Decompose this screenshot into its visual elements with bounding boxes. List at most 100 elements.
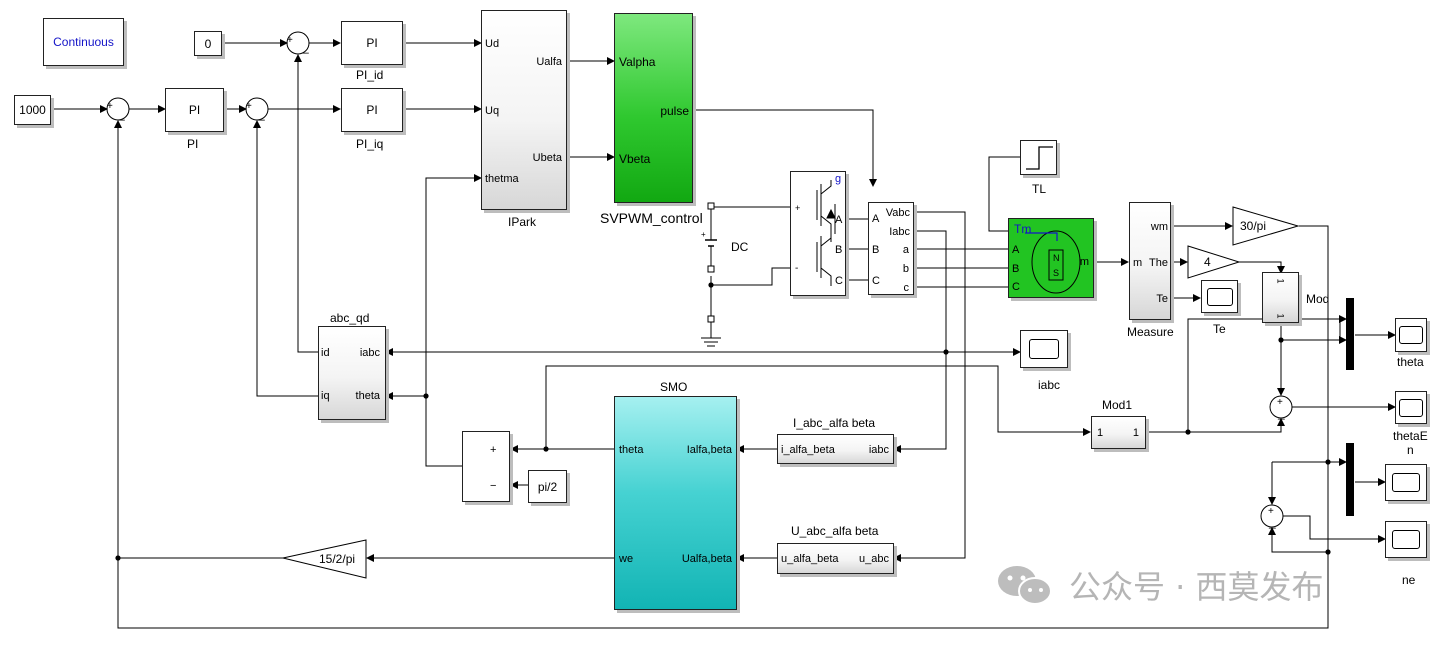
sum-nerr-plus: + bbox=[1268, 506, 1274, 517]
u-conv-port-left: u_alfa_beta bbox=[781, 553, 839, 565]
scope-thetaen-label: thetaE n bbox=[1393, 429, 1428, 457]
dc-label: DC bbox=[731, 240, 749, 254]
pi-id-inner: PI bbox=[366, 36, 378, 50]
tl-step-block[interactable] bbox=[1020, 140, 1057, 175]
pmsm-pole-n: N bbox=[1053, 253, 1060, 263]
mod-block[interactable]: 1 1 bbox=[1262, 272, 1299, 323]
u-conv-label: U_abc_alfa beta bbox=[791, 524, 879, 538]
sum-speed-plus: + bbox=[107, 101, 113, 112]
inverter-port-minus: - bbox=[795, 263, 799, 274]
pmsm-pole-s: S bbox=[1053, 268, 1060, 278]
scope-thetaen[interactable] bbox=[1395, 391, 1427, 424]
pi-iq-label: PI_iq bbox=[356, 137, 384, 151]
measure-port-wm: wm bbox=[1150, 221, 1168, 233]
mod1-label: Mod1 bbox=[1102, 398, 1133, 412]
vim-port-iabc: Iabc bbox=[889, 226, 910, 238]
scope-ne-icon bbox=[1392, 530, 1420, 549]
abc-qd-port-iq: iq bbox=[321, 390, 330, 402]
inverter-port-a: A bbox=[835, 214, 843, 226]
sum-thetaerr-minus: _ bbox=[1278, 406, 1285, 420]
pmsm-block[interactable]: Tm A B C N S m bbox=[1008, 218, 1094, 298]
sum-d-minus: _ bbox=[302, 40, 309, 54]
wechat-icon bbox=[998, 566, 1052, 605]
sum-theta-offset-minus: − bbox=[490, 480, 497, 492]
svg-text:+: + bbox=[701, 230, 706, 239]
gain-15-2-pi-value: 15/2/pi bbox=[319, 552, 356, 566]
abc-qd-port-id: id bbox=[321, 347, 330, 359]
watermark-text: 公众号 · 西莫发布 bbox=[1069, 568, 1324, 606]
svpwm-port-vbeta: Vbeta bbox=[619, 152, 651, 166]
mod1-port-out: 1 bbox=[1132, 427, 1139, 439]
smo-port-we: we bbox=[619, 553, 634, 565]
vim-port-A: A bbox=[872, 213, 880, 225]
continuous-block[interactable]: Continuous bbox=[43, 18, 124, 66]
smo-port-ualfa-beta: Ualfa,beta bbox=[681, 553, 732, 565]
smo-label: SMO bbox=[660, 380, 688, 394]
scope-iabc-label: iabc bbox=[1038, 378, 1061, 392]
svpwm-port-valpha: Valpha bbox=[619, 55, 656, 69]
igbt-icon bbox=[816, 180, 836, 286]
pi-speed-block[interactable]: PI bbox=[165, 88, 224, 132]
scope-ne[interactable] bbox=[1385, 521, 1427, 558]
scope-thetaen-icon bbox=[1399, 398, 1423, 417]
svpwm-block[interactable]: Valpha Vbeta pulse bbox=[614, 13, 693, 203]
smo-block[interactable]: theta Ialfa,beta we Ualfa,beta bbox=[614, 396, 737, 610]
measure-block[interactable]: m wm The Te bbox=[1129, 202, 1171, 320]
mod-port-in: 1 bbox=[1275, 278, 1286, 284]
mux-theta[interactable] bbox=[1346, 298, 1354, 370]
svpwm-label: SVPWM_control bbox=[600, 210, 703, 226]
dc-source-symbol: + bbox=[701, 202, 717, 323]
vim-port-a: a bbox=[902, 244, 909, 256]
inverter-port-g: g bbox=[835, 173, 842, 185]
constant-1000-block[interactable]: 1000 bbox=[14, 95, 51, 125]
inverter-port-b: B bbox=[835, 244, 843, 256]
gain-30-pi-block[interactable] bbox=[1231, 205, 1301, 249]
sum-d-plus: + bbox=[287, 35, 293, 46]
gain-30-pi-value: 30/pi bbox=[1240, 219, 1267, 233]
scope-iabc[interactable] bbox=[1020, 330, 1068, 368]
inverter-port-plus: + bbox=[795, 203, 801, 213]
u-abc-alfa-beta-block[interactable]: u_alfa_beta u_abc bbox=[777, 543, 894, 574]
ipark-block[interactable]: Ud Uq thetma Ualfa Ubeta bbox=[481, 10, 567, 210]
i-conv-label: I_abc_alfa beta bbox=[793, 416, 876, 430]
pi-iq-inner: PI bbox=[366, 103, 378, 117]
ipark-port-ubeta: Ubeta bbox=[532, 152, 562, 164]
pi-iq-block[interactable]: PI bbox=[341, 88, 403, 132]
inverter-block[interactable]: + - g A B C bbox=[790, 171, 846, 296]
sum-q-plus: + bbox=[246, 101, 252, 112]
motor-icon bbox=[1025, 230, 1081, 294]
vim-port-c: c bbox=[903, 282, 910, 294]
constant-pi-2-block[interactable]: pi/2 bbox=[528, 470, 567, 503]
i-conv-port-right: iabc bbox=[868, 444, 889, 456]
scope-te-icon bbox=[1206, 287, 1233, 306]
abc-qd-port-theta: theta bbox=[355, 390, 380, 402]
pi-speed-label: PI bbox=[187, 137, 199, 151]
constant-0-block[interactable]: 0 bbox=[194, 31, 222, 56]
scope-theta[interactable] bbox=[1395, 318, 1427, 352]
svpwm-port-pulse: pulse bbox=[660, 104, 689, 118]
sum-theta-offset-block[interactable]: + − bbox=[462, 431, 510, 502]
sum-theta-offset-plus: + bbox=[490, 444, 497, 456]
pi-id-label: PI_id bbox=[356, 68, 384, 82]
gain-15-2-pi-block[interactable] bbox=[281, 538, 369, 582]
ipark-port-ud: Ud bbox=[485, 38, 500, 50]
scope-mux-ne[interactable] bbox=[1385, 464, 1427, 501]
scope-te[interactable] bbox=[1201, 280, 1238, 313]
pmsm-port-B: B bbox=[1012, 263, 1020, 275]
sum-speed-minus: _ bbox=[118, 107, 125, 121]
pi-id-block[interactable]: PI bbox=[341, 21, 403, 65]
mux-ne[interactable] bbox=[1346, 443, 1354, 516]
constant-0-value: 0 bbox=[204, 36, 212, 51]
gain-4-block[interactable] bbox=[1186, 244, 1242, 280]
i-abc-alfa-beta-block[interactable]: i_alfa_beta iabc bbox=[777, 434, 894, 464]
ipark-port-uq: Uq bbox=[485, 105, 500, 117]
i-conv-port-left: i_alfa_beta bbox=[781, 444, 835, 456]
measure-port-the: The bbox=[1149, 257, 1168, 269]
continuous-label: Continuous bbox=[53, 35, 114, 49]
mod1-block[interactable]: 1 1 bbox=[1091, 416, 1146, 449]
abc-qd-block[interactable]: id iq iabc theta bbox=[318, 326, 386, 420]
abc-qd-label: abc_qd bbox=[330, 311, 370, 325]
vi-measurement-block[interactable]: A B C Vabc Iabc a b c bbox=[868, 202, 914, 295]
smo-port-theta: theta bbox=[619, 444, 644, 456]
